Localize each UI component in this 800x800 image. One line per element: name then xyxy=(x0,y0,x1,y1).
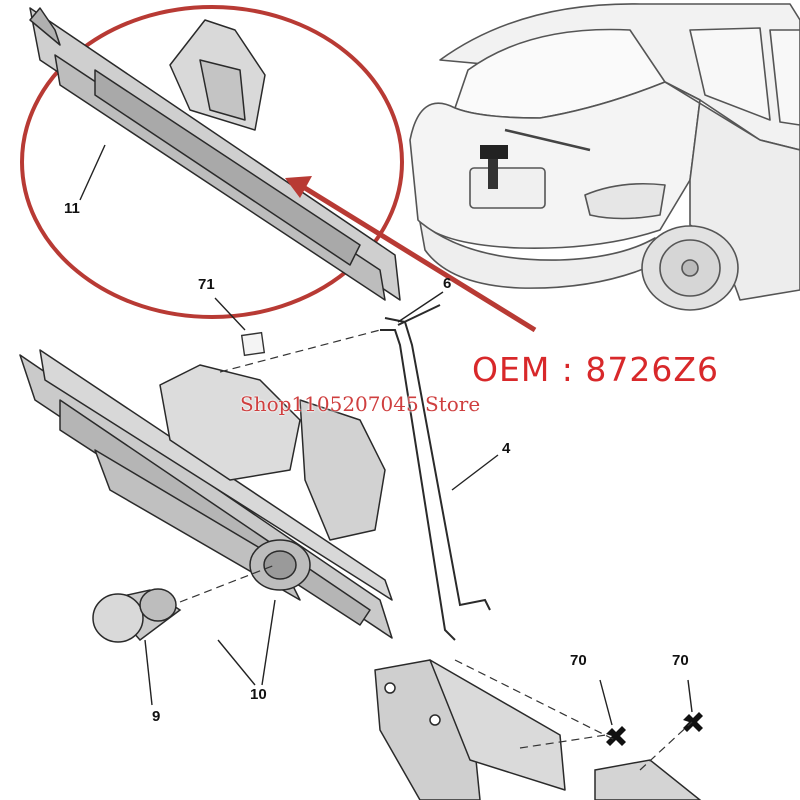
callout-71: 71 xyxy=(198,276,215,293)
callout-4: 4 xyxy=(502,440,511,457)
callout-10: 10 xyxy=(250,686,267,703)
callout-6: 6 xyxy=(443,275,452,292)
callout-70-right: 70 xyxy=(672,652,689,669)
callout-70-left: 70 xyxy=(570,652,587,669)
part-4-rod xyxy=(380,304,491,641)
oem-part-number: OEM : 8726Z6 xyxy=(472,350,719,389)
car-illustration xyxy=(409,3,800,311)
highlight-circle xyxy=(20,5,404,319)
part-9-lock-cylinder xyxy=(92,588,182,643)
store-watermark: Shop1105207045 Store xyxy=(240,392,481,416)
handle-location-marker xyxy=(480,145,508,159)
assembly-dashed-lines xyxy=(179,329,693,771)
callout-9: 9 xyxy=(152,708,161,725)
callout-11: 11 xyxy=(64,200,80,217)
latch-motor xyxy=(594,759,702,800)
leader-lines xyxy=(79,144,693,726)
part-70-screw-b xyxy=(683,712,703,732)
part-70-screw-a xyxy=(606,726,626,746)
latch-bracket xyxy=(374,659,566,800)
highlight-arrow xyxy=(285,176,537,333)
lower-handle-assembly xyxy=(19,349,393,639)
part-11-handle-assembly xyxy=(29,7,401,301)
part-71-clip xyxy=(240,331,266,357)
